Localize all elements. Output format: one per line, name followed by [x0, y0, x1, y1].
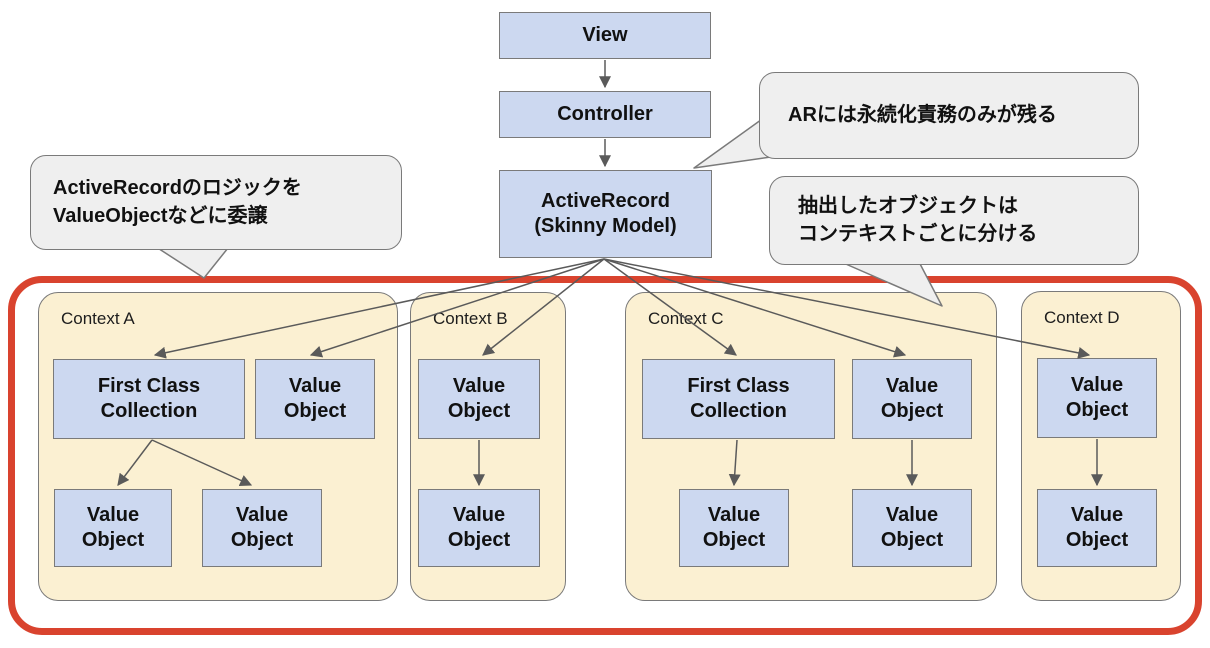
callout-text-line: ActiveRecordのロジックを: [53, 176, 302, 199]
activerecord-box: ActiveRecord (Skinny Model): [499, 170, 712, 258]
box-label-line: Object: [81, 529, 145, 551]
view-box: View: [499, 12, 711, 59]
context-a-value-object-box-3: Value Object: [202, 489, 322, 567]
box-label-line: Collection: [690, 400, 787, 422]
context-c-value-object-box-2: Value Object: [679, 489, 789, 567]
context-a-first-class-collection-box: First Class Collection: [53, 359, 245, 439]
box-label-line: Object: [1065, 529, 1129, 551]
box-label-line: Object: [447, 529, 511, 551]
callout-text-line: 抽出したオブジェクトは: [798, 194, 1018, 217]
callout-split-by-context: 抽出したオブジェクトは コンテキストごとに分ける: [769, 176, 1139, 265]
box-label-line: Object: [880, 529, 944, 551]
context-a-value-object-box-2: Value Object: [54, 489, 172, 567]
context-c-value-object-box-3: Value Object: [852, 489, 972, 567]
view-label: View: [582, 24, 628, 46]
box-label-line: Value: [235, 504, 289, 526]
activerecord-sublabel: (Skinny Model): [534, 215, 677, 237]
box-label-line: Value: [885, 375, 939, 397]
context-b-value-object-box-2: Value Object: [418, 489, 540, 567]
context-c-value-object-box-1: Value Object: [852, 359, 972, 439]
callout-text-line: ARには永続化責務のみが残る: [788, 103, 1057, 126]
context-d-value-object-box-1: Value Object: [1037, 358, 1157, 438]
box-label-line: Value: [1070, 374, 1124, 396]
context-c-first-class-collection-box: First Class Collection: [642, 359, 835, 439]
context-b-value-object-box-1: Value Object: [418, 359, 540, 439]
controller-box: Controller: [499, 91, 711, 138]
context-a-label: Context A: [61, 309, 135, 328]
box-label-line: Value: [452, 375, 506, 397]
box-label-line: Value: [707, 504, 761, 526]
callout-text-line: コンテキストごとに分ける: [798, 222, 1038, 245]
controller-label: Controller: [557, 103, 653, 125]
callout-ar-persistence-only: ARには永続化責務のみが残る: [759, 72, 1139, 159]
box-label-line: First Class: [97, 375, 201, 397]
box-label-line: Object: [702, 529, 766, 551]
box-label-line: Object: [880, 400, 944, 422]
context-a-value-object-box-1: Value Object: [255, 359, 375, 439]
box-label-line: Object: [283, 400, 347, 422]
context-d-label: Context D: [1044, 308, 1120, 327]
box-label-line: Object: [1065, 399, 1129, 421]
box-label-line: Object: [447, 400, 511, 422]
context-c-label: Context C: [648, 309, 724, 328]
callout-delegate-logic: ActiveRecordのロジックを ValueObjectなどに委譲: [30, 155, 402, 250]
box-label-line: Value: [1070, 504, 1124, 526]
box-label-line: Value: [288, 375, 342, 397]
callout-text-line: ValueObjectなどに委譲: [53, 204, 268, 227]
box-label-line: Value: [452, 504, 506, 526]
context-b-label: Context B: [433, 309, 508, 328]
box-label-line: First Class: [687, 375, 790, 397]
activerecord-label: ActiveRecord: [541, 190, 670, 212]
context-d-value-object-box-2: Value Object: [1037, 489, 1157, 567]
box-label-line: Value: [86, 504, 140, 526]
box-label-line: Collection: [100, 400, 198, 422]
box-label-line: Value: [885, 504, 939, 526]
box-label-line: Object: [230, 529, 294, 551]
